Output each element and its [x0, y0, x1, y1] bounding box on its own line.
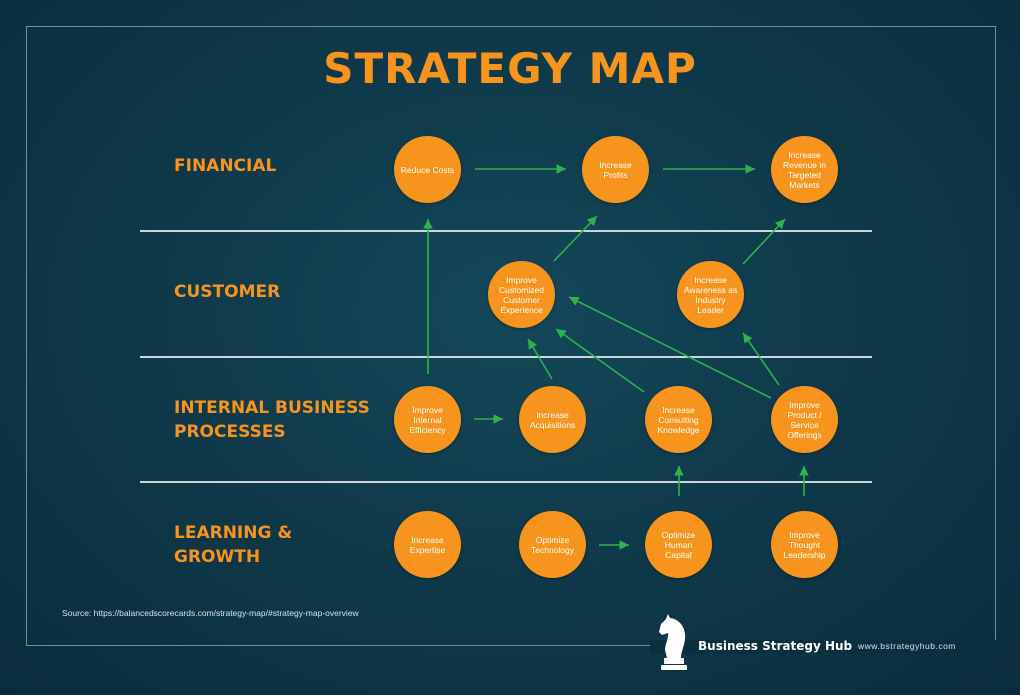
node-increase-expertise: Increase Expertise [394, 511, 461, 578]
node-improve-offerings: Improve Product / Service Offerings [771, 386, 838, 453]
arrow [568, 296, 772, 399]
node-improve-thought-leadership: Improve Thought Leadership [771, 511, 838, 578]
row-label-line: LEARNING & [174, 523, 293, 543]
row-label-financial: FINANCIAL [174, 156, 277, 176]
node-increase-profits: Increase Profits [582, 136, 649, 203]
node-increase-revenue: Increase Revenue in Targeted Markets [771, 136, 838, 203]
brand-name: Business Strategy Hub [698, 639, 853, 653]
node-increase-acquisitions: Increase Acquisitions [519, 386, 586, 453]
knight-chess-piece-icon [659, 614, 687, 670]
page-title: STRATEGY MAP [323, 44, 697, 93]
frame-gap [650, 640, 1005, 654]
divider-line [140, 481, 872, 483]
divider-line [140, 356, 872, 358]
node-reduce-costs: Reduce Costs [394, 136, 461, 203]
arrow [742, 218, 786, 265]
row-label-line: INTERNAL BUSINESS [174, 398, 370, 418]
node-improve-efficiency: Improve Internal Efficiency [394, 386, 461, 453]
arrow [555, 328, 645, 393]
node-optimize-human-capital: Optimize Human Capital [645, 511, 712, 578]
row-label-customer: CUSTOMER [174, 282, 281, 302]
node-improve-customer-experience: Improve Customized Customer Experience [488, 261, 555, 328]
divider-line [140, 230, 872, 232]
node-optimize-technology: Optimize Technology [519, 511, 586, 578]
source-note: Source: https://balancedscorecards.com/s… [62, 608, 359, 618]
row-label-learning: LEARNING & GROWTH [174, 521, 292, 569]
node-increase-awareness: Increase Awareness as Industry Leader [677, 261, 744, 328]
arrow [527, 338, 553, 380]
arrow [742, 332, 780, 386]
row-label-line: PROCESSES [174, 422, 286, 442]
row-label-internal: INTERNAL BUSINESS PROCESSES [174, 396, 370, 444]
outer-frame [26, 26, 996, 646]
node-increase-consulting: Increase Consulting Knowledge [645, 386, 712, 453]
arrow [553, 215, 598, 262]
brand-url: www.bstrategyhub.com [858, 641, 956, 651]
row-label-line: GROWTH [174, 547, 261, 567]
